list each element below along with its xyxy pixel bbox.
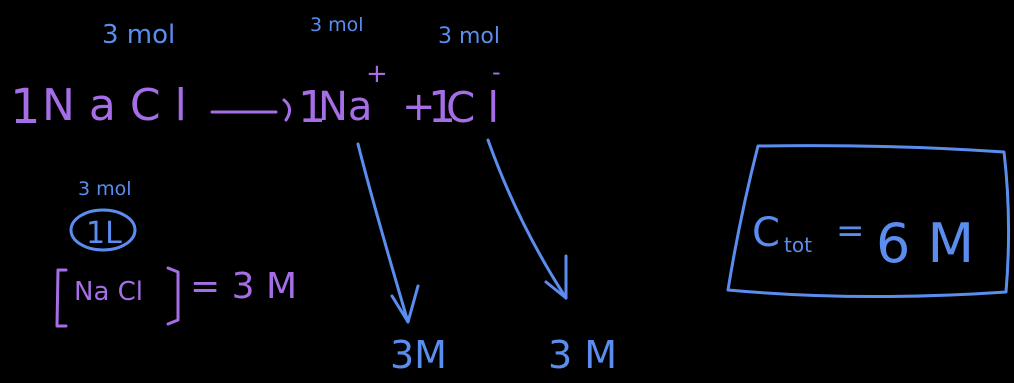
- total-label-subscript: tot: [784, 233, 812, 257]
- mol-label-nacl: 3 mol: [102, 20, 175, 50]
- total-value: 6 M: [876, 212, 974, 275]
- concentration-result: = 3 M: [190, 266, 297, 307]
- reactant-coefficient: 1: [10, 79, 41, 135]
- concentration-species: Na Cl: [74, 277, 143, 307]
- total-label-c: C: [752, 210, 780, 256]
- volume-value: 1L: [86, 216, 122, 251]
- left-bracket: [55, 268, 68, 328]
- product-cl-coefficient: 1: [428, 82, 456, 133]
- concentration-equation: Na Cl = 3 M: [55, 266, 297, 328]
- cl-ion-concentration: 3 M: [548, 333, 617, 377]
- mol-label-cl: 3 mol: [438, 24, 500, 49]
- cl-charge: -: [492, 58, 501, 86]
- na-ion-concentration: 3M: [390, 333, 447, 377]
- na-dissociation-arrow: [356, 142, 420, 324]
- total-concentration-box: C tot = 6 M: [726, 144, 1011, 299]
- product-cl-formula: Cl: [446, 83, 511, 132]
- reactant-formula: NaCl: [42, 80, 201, 131]
- cl-dissociation-arrow: [486, 138, 568, 300]
- reaction-arrow: [210, 98, 291, 122]
- product-na-formula: Na: [318, 84, 372, 130]
- reaction-equation: 1 NaCl 1 Na + + 1 Cl -: [10, 58, 511, 135]
- volume-mol-label: 3 mol: [78, 178, 132, 200]
- product-na-coefficient: 1: [298, 82, 326, 133]
- mol-label-na: 3 mol: [310, 14, 364, 36]
- na-charge: +: [366, 59, 388, 89]
- total-equals: =: [836, 211, 865, 251]
- volume-circle: [69, 208, 137, 252]
- plus-sign: +: [402, 84, 436, 130]
- right-bracket: [166, 266, 180, 326]
- box-outline: [726, 144, 1011, 299]
